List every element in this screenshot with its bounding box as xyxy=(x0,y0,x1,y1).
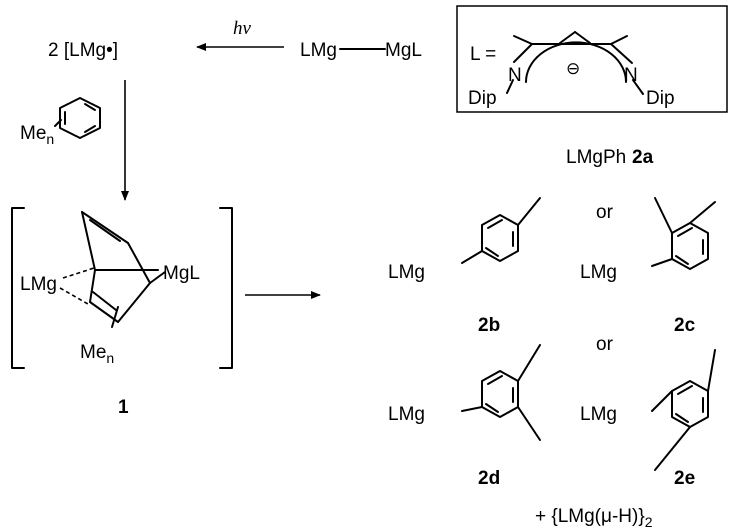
compound-2c-structure xyxy=(651,197,716,270)
radical-species-label: 2 [LMg•] xyxy=(48,40,118,61)
bicyclic-intermediate-structure xyxy=(81,211,166,328)
lmg-2b-label: LMg xyxy=(388,262,425,283)
arene-me-label: Men xyxy=(20,123,54,147)
mg-interaction-dash-upper xyxy=(62,267,95,279)
or-separator-1: or xyxy=(596,202,614,223)
ligand-definition-box xyxy=(456,5,728,113)
intermediate-me-label: Men xyxy=(80,342,114,366)
dimer-mgl-label: MgL xyxy=(385,40,422,61)
ligand-nitrogen-left: N xyxy=(508,65,522,86)
arene-ring xyxy=(54,97,101,139)
photon-label: hν xyxy=(233,18,252,39)
compound-2d-label: 2d xyxy=(478,468,500,489)
magnesium-hydride-byproduct: + {LMg(μ-H)}2 xyxy=(535,506,653,530)
left-bracket xyxy=(11,207,25,369)
lmgph-label: LMgPh xyxy=(566,147,626,168)
ligand-dip-right: Dip xyxy=(646,88,675,109)
compound-2e-structure xyxy=(651,349,716,471)
intermediate-mgl-label: MgL xyxy=(163,263,200,284)
compound-2a-label: 2a xyxy=(632,147,654,168)
right-bracket xyxy=(219,207,233,369)
ligand-l-equals: L = xyxy=(470,44,496,65)
compound-1-label: 1 xyxy=(118,397,129,418)
lmg-2c-label: LMg xyxy=(580,262,617,283)
mg-interaction-dash-lower xyxy=(59,287,89,305)
ligand-negative-charge: ⊖ xyxy=(566,59,580,78)
compound-2c-label: 2c xyxy=(674,315,696,336)
lmg-2e-label: LMg xyxy=(580,404,617,425)
compound-2b-label: 2b xyxy=(478,315,500,336)
lmg-2d-label: LMg xyxy=(388,404,425,425)
dimer-lmg-label: LMg xyxy=(300,40,337,61)
compound-2b-structure xyxy=(461,197,541,264)
or-separator-2: or xyxy=(596,334,614,355)
compound-2e-label: 2e xyxy=(674,468,695,489)
intermediate-lmg-label: LMg xyxy=(20,274,57,295)
ligand-structure xyxy=(506,31,644,95)
ligand-nitrogen-right: N xyxy=(624,65,638,86)
compound-2d-structure xyxy=(461,344,541,441)
ligand-dip-left: Dip xyxy=(468,88,497,109)
